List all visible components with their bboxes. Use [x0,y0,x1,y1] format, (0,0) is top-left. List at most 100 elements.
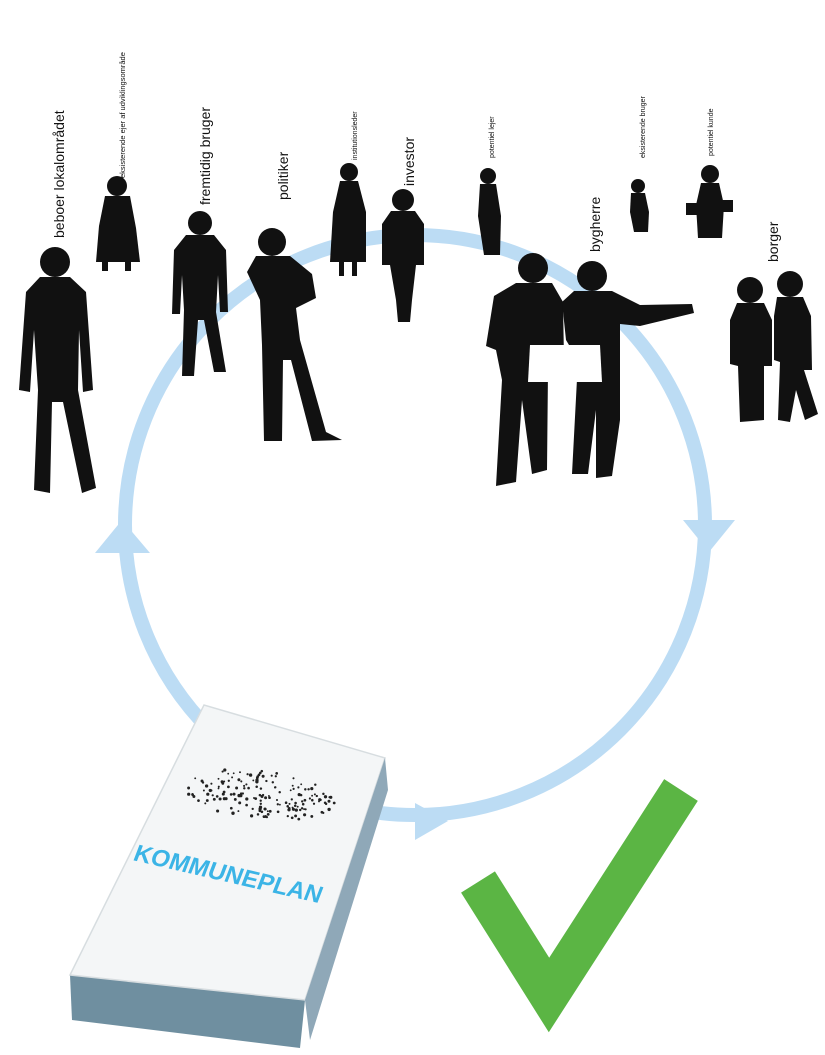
book-dot [290,816,294,820]
book-dot [310,787,314,791]
book-dot [255,785,258,788]
book-dot [266,810,269,813]
label-fremtidig-bruger: fremtidig bruger [197,107,213,205]
plan-document-icon: KOMMUNEPLAN [68,704,388,1048]
book-dot [245,797,249,801]
book-dot [296,805,299,808]
book-scatter-dots [187,768,336,821]
book-dot [300,807,304,810]
book-dot [289,789,292,792]
book-dot [218,797,222,801]
book-dot [258,807,262,811]
book-dot [243,784,246,787]
book-dot [258,793,262,797]
book-dot [297,786,300,789]
book-dot [208,788,212,792]
book-dot [235,786,239,790]
book-dot [215,795,219,798]
book-dot [294,808,298,812]
book-dot [312,802,316,805]
book-dot [261,793,265,797]
book-dot [278,790,281,794]
book-dot [217,785,220,788]
book-dot [260,769,264,773]
book-dot [298,808,302,812]
arrow-head-bottom-icon [415,803,448,840]
person-silhouette-ejer [96,176,140,271]
stakeholder-labels: beboer lokalområdet eksisterende ejer af… [51,52,781,262]
book-dot [197,799,200,802]
book-dot [319,798,322,801]
book-dot [324,802,328,806]
person-silhouette-bygherre [486,253,694,486]
book-dot [229,806,233,810]
book-dot [275,772,279,775]
book-dot [252,779,255,782]
book-dot [332,801,336,805]
person-silhouette-eksisterende-bruger [630,179,649,232]
book-dot [245,783,248,786]
book-dot [294,801,297,805]
book-dot [275,798,279,802]
person-silhouette-investor [382,189,424,322]
book-dot [268,809,272,813]
book-dot [227,772,230,775]
book-dot [328,796,331,799]
book-dot [231,811,235,815]
label-institutionsleder: institutionsleder [352,111,359,160]
label-potentiel-kunde: potentiel kunde [708,108,715,156]
book-dot [223,768,227,772]
book-dot [237,778,241,782]
label-bygherre: bygherre [587,197,603,252]
book-dot [314,783,317,786]
book-dot [315,794,318,798]
book-dot [293,804,297,808]
person-silhouette-potentiel-lejer [478,168,501,255]
person-silhouette-beboer [19,247,96,493]
book-dot [187,786,191,790]
book-dot [221,770,224,773]
book-dot [274,775,277,778]
book-dot [284,801,288,804]
person-silhouette-politiker [247,228,342,441]
book-dot [194,777,197,780]
book-dot [223,780,226,783]
book-dot [256,775,260,778]
book-dot [217,777,220,780]
book-dot [205,799,209,802]
person-silhouette-fremtidig-bruger [172,211,228,376]
book-dot [187,792,191,796]
book-dot [294,814,298,818]
book-dot [221,782,225,785]
arrow-head-right-icon [683,520,735,552]
book-dot [232,772,235,775]
book-dot [206,792,210,796]
book-dot [286,805,289,808]
book-dot [322,811,325,814]
book-dot [276,810,280,814]
book-dot [227,779,230,782]
book-dot [204,802,207,805]
book-dot [274,786,277,789]
book-dot [200,779,204,783]
book-dot [297,792,301,797]
checkmark-icon [461,779,698,1033]
book-dot [245,803,248,807]
book-dot [202,789,205,792]
book-dot [227,785,230,789]
book-dot [191,793,194,795]
book-dot [288,802,291,805]
person-silhouette-institutionsleder [330,163,366,276]
book-dot [240,780,243,783]
book-dot [264,807,267,811]
book-dot [246,773,249,776]
book-dot [308,797,311,800]
book-dot [301,802,305,806]
book-dot [239,771,241,774]
book-dot [322,792,325,796]
book-dot [310,814,314,818]
label-potentiel-lejer: potentiel lejer [489,116,496,158]
book-dot [221,792,225,796]
book-dot [266,813,270,816]
book-dot [204,784,209,788]
